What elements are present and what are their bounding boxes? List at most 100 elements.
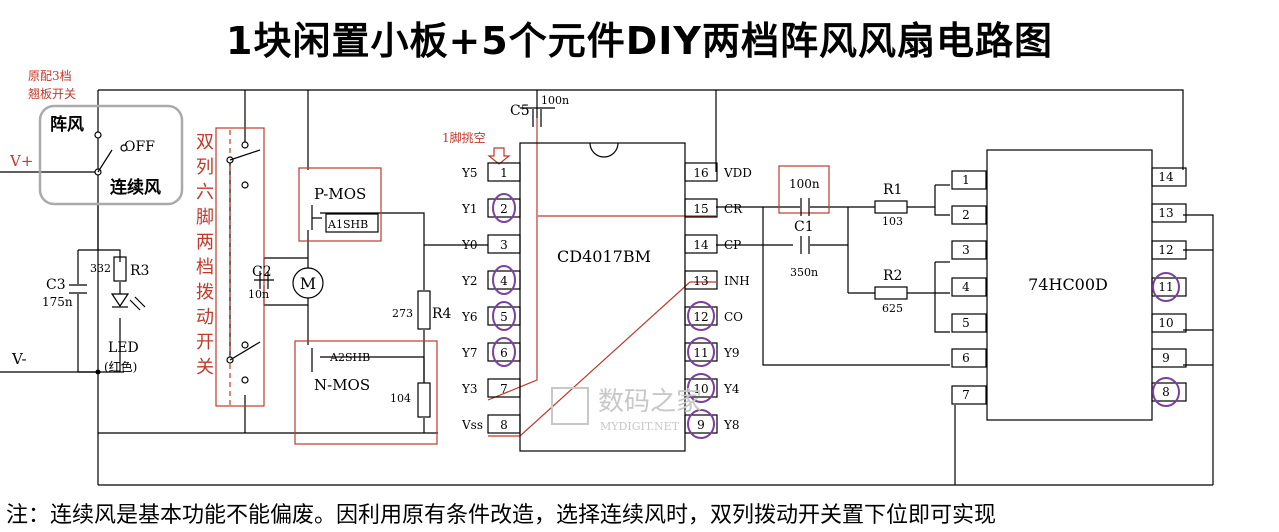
hc00-pin-9 <box>1151 348 1187 368</box>
switch-annotation-line1: 原配3档 <box>28 69 72 83</box>
hc00-pin-highlight <box>1152 377 1180 407</box>
dpdt-lever-bottom <box>229 341 261 361</box>
switch-gust-label: 阵风 <box>50 114 84 135</box>
nmos-resistor <box>417 382 431 418</box>
cap-100n-label: 100n <box>789 177 820 191</box>
cd4017-pin-5 <box>487 306 521 326</box>
cd4017-body <box>519 142 686 452</box>
cd4017-pin-13 <box>684 270 718 290</box>
cd4017-pin-highlight <box>687 301 715 331</box>
cd4017-pin-number: 8 <box>500 418 508 432</box>
cd4017-pin-10 <box>684 378 718 398</box>
dpdt-label-char: 开 <box>196 332 214 353</box>
hc00-pin-2 <box>951 205 987 225</box>
cd4017-pin-label: Y6 <box>461 310 478 324</box>
dpdt-contact <box>241 376 249 384</box>
pin1-arrow <box>487 147 511 165</box>
vminus-junction <box>95 369 101 375</box>
cd4017-pin-highlight <box>492 265 516 295</box>
dpdt-label-char: 双 <box>196 132 214 153</box>
cd4017-pin-8 <box>487 414 521 434</box>
hc00-pin-number: 9 <box>1162 351 1170 365</box>
cd4017-pin-number: 12 <box>693 310 708 324</box>
cd4017-pin-number: 13 <box>693 274 708 288</box>
r2-resistor <box>874 286 908 300</box>
cd4017-pin-14 <box>684 234 718 254</box>
hc00-pin-number: 7 <box>962 388 970 402</box>
hc00-pin-12 <box>1151 240 1187 260</box>
motor-label: M <box>300 274 316 293</box>
cd4017-pin-label: CR <box>724 202 743 216</box>
cd4017-pin-number: 3 <box>500 238 508 252</box>
cd4017-pin-label: Y4 <box>723 382 740 396</box>
cd4017-pin-1 <box>487 162 521 182</box>
switch-contact-top <box>94 131 102 139</box>
c3-value: 175n <box>42 295 73 309</box>
r1-resistor <box>874 200 908 214</box>
cd4017-pin-label: Y2 <box>461 274 478 288</box>
vminus-label: V- <box>11 350 27 368</box>
cd4017-pin-number: 5 <box>500 310 508 324</box>
hc00-pin-number: 8 <box>1162 385 1170 399</box>
hc00-pin-number: 14 <box>1158 170 1174 184</box>
red-trace <box>487 118 716 437</box>
cd4017-pin-number: 16 <box>693 166 708 180</box>
hc00-pin-number: 10 <box>1158 316 1173 330</box>
dpdt-contact <box>241 141 249 149</box>
dpdt-switch-outline <box>215 127 265 407</box>
hc00-pin-10 <box>1151 313 1187 333</box>
cd4017-pin-highlight <box>492 193 516 223</box>
cd4017-pin-number: 6 <box>500 346 508 360</box>
cd4017-pin-number: 7 <box>500 382 508 396</box>
cd4017-pin-3 <box>487 234 521 254</box>
switch-contact-off <box>120 144 128 152</box>
hc00-pin-number: 1 <box>962 173 970 187</box>
hc00-pin-7 <box>951 385 987 405</box>
cd4017-pin-16 <box>684 162 718 182</box>
cd4017-pin-number: 2 <box>500 202 508 216</box>
cd4017-pin-label: Y8 <box>723 418 740 432</box>
dpdt-label-char: 列 <box>196 157 214 178</box>
cd4017-name: CD4017BM <box>557 247 651 266</box>
r3-value: 332 <box>90 262 111 275</box>
hc00-pin-6 <box>951 348 987 368</box>
r2-name: R2 <box>883 268 902 284</box>
cd4017-pin-12 <box>684 306 718 326</box>
cap-100n-highlight <box>778 165 830 214</box>
r4-name: R4 <box>432 306 452 322</box>
hc00-pin-number: 4 <box>962 280 970 294</box>
r1-value: 103 <box>882 215 903 228</box>
cd4017-pin-label: Y5 <box>461 166 478 180</box>
cd4017-pin-label: CO <box>724 310 743 324</box>
cd4017-pin-7 <box>487 378 521 398</box>
cd4017-pin-label: Y3 <box>461 382 478 396</box>
switch-continuous-label: 连续风 <box>110 177 161 198</box>
cd4017-pin-highlight <box>687 337 715 367</box>
motor-symbol <box>292 267 324 299</box>
hc00-name: 74HC00D <box>1028 275 1108 294</box>
r3-resistor <box>113 256 127 282</box>
dpdt-lever-top <box>229 149 261 161</box>
cd4017-pin-2 <box>487 198 521 218</box>
led-ray-2 <box>134 296 146 308</box>
hc00-pin-3 <box>951 240 987 260</box>
hc00-pin-14 <box>1151 167 1187 187</box>
led-ray-1 <box>129 299 141 311</box>
hc00-pin-1 <box>951 170 987 190</box>
nmos-name: N-MOS <box>314 376 370 394</box>
r1-name: R1 <box>883 182 902 198</box>
c5-name: C5 <box>510 103 530 119</box>
watermark-logo <box>551 387 589 425</box>
r3-name: R3 <box>130 263 149 279</box>
dpdt-label-char: 关 <box>196 357 214 378</box>
hc00-pin-number: 13 <box>1158 206 1173 220</box>
dpdt-label-char: 拨 <box>196 282 214 303</box>
cd4017-pin-label: Y7 <box>461 346 478 360</box>
c2-name: C2 <box>252 264 272 280</box>
nmos-part: A2SHB <box>329 351 370 364</box>
led-color: (红色) <box>104 359 137 374</box>
cd4017-pin-label: INH <box>724 274 750 288</box>
hc00-pin-number: 12 <box>1158 243 1173 257</box>
switch-lever <box>97 149 113 173</box>
